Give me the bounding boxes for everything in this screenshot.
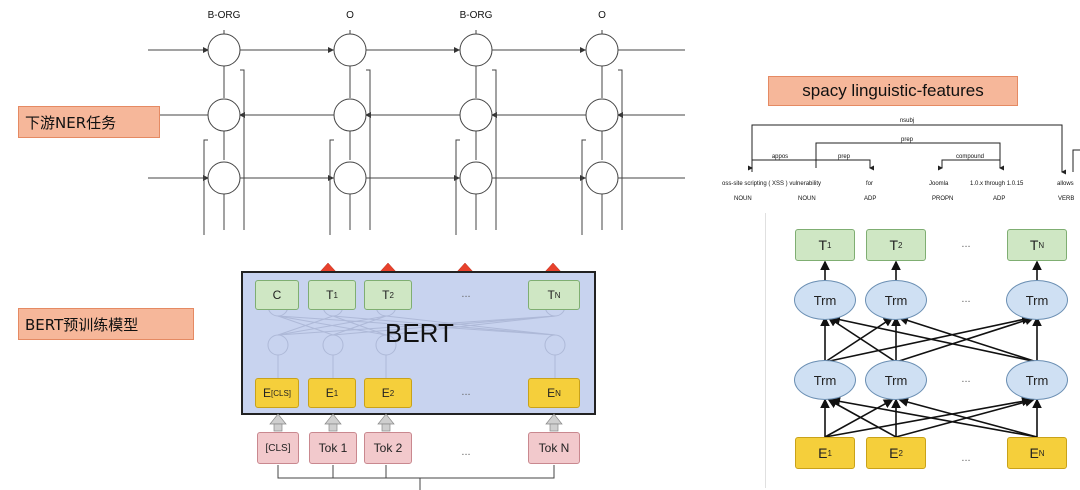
ner-label: B-ORG [207, 10, 241, 21]
ner-task-tag: 下游NER任务 [18, 106, 160, 138]
token-2: Tok 2 [364, 432, 412, 464]
trm-embedding-ellipsis: ... [961, 452, 971, 464]
dep-token: allows [1057, 181, 1074, 187]
trm-embedding-sub: 2 [898, 448, 903, 458]
trm-bottom-ellipsis: ... [961, 373, 971, 385]
bert-embedding-ellipsis: ... [461, 386, 471, 398]
spacy-title-tag: spacy linguistic-features [768, 76, 1018, 106]
bert-embedding-cls: E[CLS] [255, 378, 299, 408]
bert-embedding-sub: N [555, 388, 561, 398]
trm-output-main: T [818, 237, 828, 253]
bert-output-sub: 2 [389, 290, 394, 300]
pos-tag: NOUN [798, 196, 816, 202]
bert-embedding-main: E [262, 386, 271, 400]
bert-output-main: T [547, 288, 555, 302]
pos-tag: PROPN [932, 196, 954, 202]
token-1: Tok 1 [309, 432, 357, 464]
trm-node-top-1: Trm [794, 280, 856, 320]
trm-output-main: T [889, 237, 899, 253]
bert-embedding-main: E [325, 386, 334, 400]
trm-output-sub: 1 [827, 240, 832, 250]
bert-output-c: C [255, 280, 299, 310]
bert-output-sub: 1 [333, 290, 338, 300]
pos-tag: VERB [1058, 196, 1075, 202]
dep-token: Joomla [929, 181, 949, 187]
token-ellipsis: ... [461, 446, 471, 458]
dep-label-compound: compound [955, 154, 985, 160]
dep-label-nsubj: nsubj [899, 118, 915, 124]
trm-top-ellipsis: ... [961, 293, 971, 305]
bert-output-main: C [272, 288, 282, 302]
trm-node-bottom-2: Trm [865, 360, 927, 400]
token-n: Tok N [528, 432, 580, 464]
transformer-frame [765, 213, 1080, 488]
bert-model-tag: BERT预训练模型 [18, 308, 194, 340]
trm-embedding-sub: 1 [827, 448, 832, 458]
ner-task-text: 下游NER任务 [25, 113, 117, 132]
trm-node-bottom-n: Trm [1006, 360, 1068, 400]
dep-token: for [866, 181, 874, 187]
ner-label: O [598, 10, 606, 21]
dep-token: oss-site scripting ( XSS ) vulnerability [722, 181, 822, 187]
token-cls: [CLS] [257, 432, 299, 464]
trm-output-main: T [1029, 237, 1039, 253]
bert-output-ellipsis: ... [461, 288, 471, 300]
trm-embedding-main: E [889, 445, 899, 461]
pos-tag: ADP [993, 196, 1006, 202]
bert-embedding-sub: 2 [389, 388, 395, 398]
bert-model-text: BERT预训练模型 [25, 315, 139, 334]
trm-embedding-sub: N [1038, 448, 1045, 458]
bert-embedding-sub: 1 [333, 388, 339, 398]
trm-output-ellipsis: ... [961, 238, 971, 250]
trm-node-top-n: Trm [1006, 280, 1068, 320]
bert-output-main: T [326, 288, 334, 302]
bert-embedding-main: E [381, 386, 390, 400]
pos-tag: NOUN [734, 196, 752, 202]
dep-label-prep-top: prep [900, 137, 913, 143]
trm-output-sub: N [1038, 240, 1045, 250]
dep-label-prep: prep [837, 154, 850, 160]
ner-label: B-ORG [459, 10, 493, 21]
dep-label-appos: appos [771, 154, 789, 160]
trm-node-bottom-1: Trm [794, 360, 856, 400]
bert-title: BERT [385, 318, 454, 348]
ner-label: O [346, 10, 354, 21]
bert-output-main: T [382, 288, 390, 302]
trm-embedding-main: E [1029, 445, 1039, 461]
bert-output-sub: N [554, 290, 561, 300]
dep-token: 1.0.x through 1.0.15 [970, 181, 1024, 187]
trm-node-top-2: Trm [865, 280, 927, 320]
trm-output-sub: 2 [898, 240, 903, 250]
trm-embedding-main: E [818, 445, 828, 461]
spacy-title-text: spacy linguistic-features [802, 81, 984, 100]
pos-tag: ADP [864, 196, 877, 202]
bert-embedding-sub: [CLS] [271, 388, 292, 398]
bert-embedding-main: E [547, 386, 556, 400]
